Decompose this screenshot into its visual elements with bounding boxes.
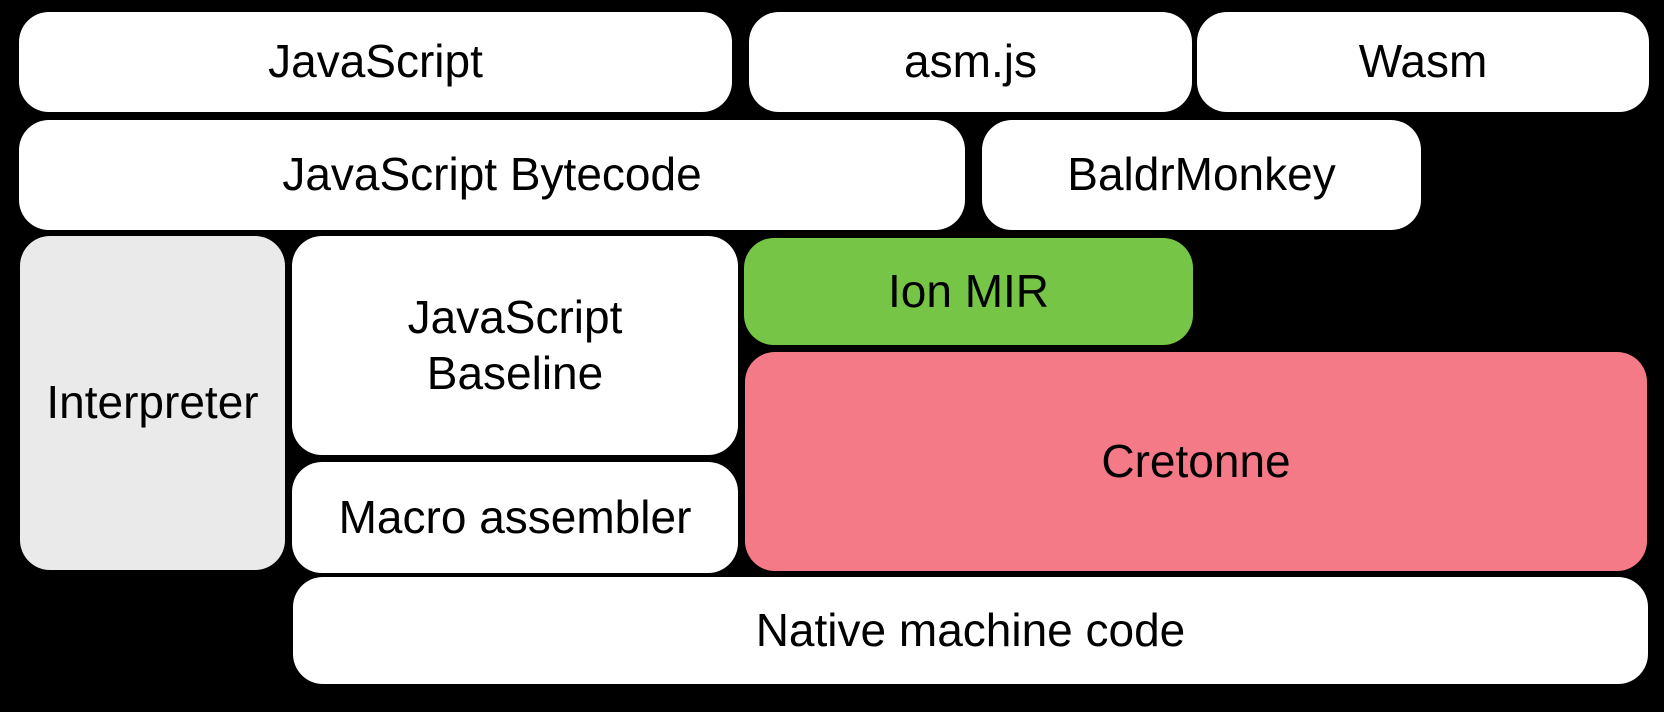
box-javascript-bytecode: JavaScript Bytecode — [19, 120, 965, 230]
box-baldrmonkey: BaldrMonkey — [982, 120, 1421, 230]
box-native-machine-code: Native machine code — [293, 577, 1648, 684]
box-cretonne: Cretonne — [745, 352, 1647, 571]
box-javascript-baseline: JavaScript Baseline — [292, 236, 738, 455]
box-ion-mir: Ion MIR — [744, 238, 1193, 345]
box-interpreter: Interpreter — [20, 236, 285, 570]
box-wasm: Wasm — [1197, 12, 1649, 112]
box-asmjs: asm.js — [749, 12, 1192, 112]
box-macro-assembler: Macro assembler — [292, 462, 738, 573]
box-javascript: JavaScript — [19, 12, 732, 112]
